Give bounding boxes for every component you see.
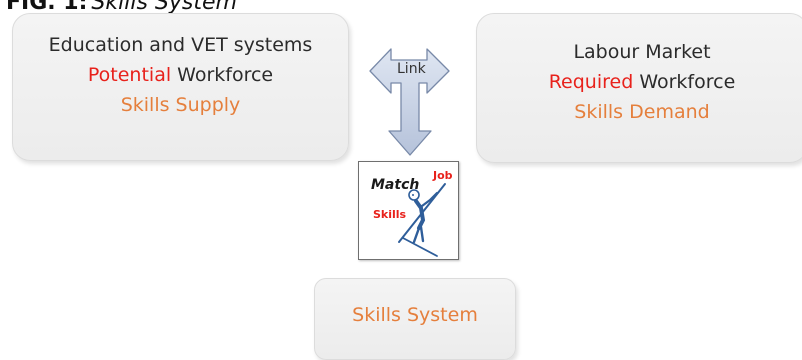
skills-system-label: Skills System (352, 304, 478, 326)
skills-demand-label: Skills Demand (574, 101, 710, 123)
potential-workforce-label: Workforce (171, 64, 274, 86)
match-word: Match (371, 177, 419, 193)
potential-label: Potential (87, 64, 172, 86)
skills-supply-label: Skills Supply (120, 94, 241, 116)
education-box: Education and VET systems Potential Work… (12, 13, 349, 161)
figure-label: FIG. 1: (6, 0, 88, 15)
labour-market-box: Labour Market Required Workforce Skills … (476, 13, 802, 163)
job-word: Job (432, 169, 453, 182)
education-title: Education and VET systems (48, 34, 313, 56)
skills-word: Skills (373, 208, 407, 221)
required-workforce-label: Workforce (633, 71, 736, 93)
stick-figure-icon (398, 183, 446, 257)
figure-title: FIG. 1:Skills System (6, 0, 237, 15)
labour-market-title: Labour Market (573, 41, 711, 63)
match-illustration: Match Job Skills (358, 161, 459, 260)
skills-system-box: Skills System (314, 278, 516, 360)
link-label: Link (397, 61, 426, 77)
link-arrow-icon (369, 48, 450, 156)
figure-subtitle: Skills System (91, 0, 237, 15)
required-label: Required (548, 71, 634, 93)
